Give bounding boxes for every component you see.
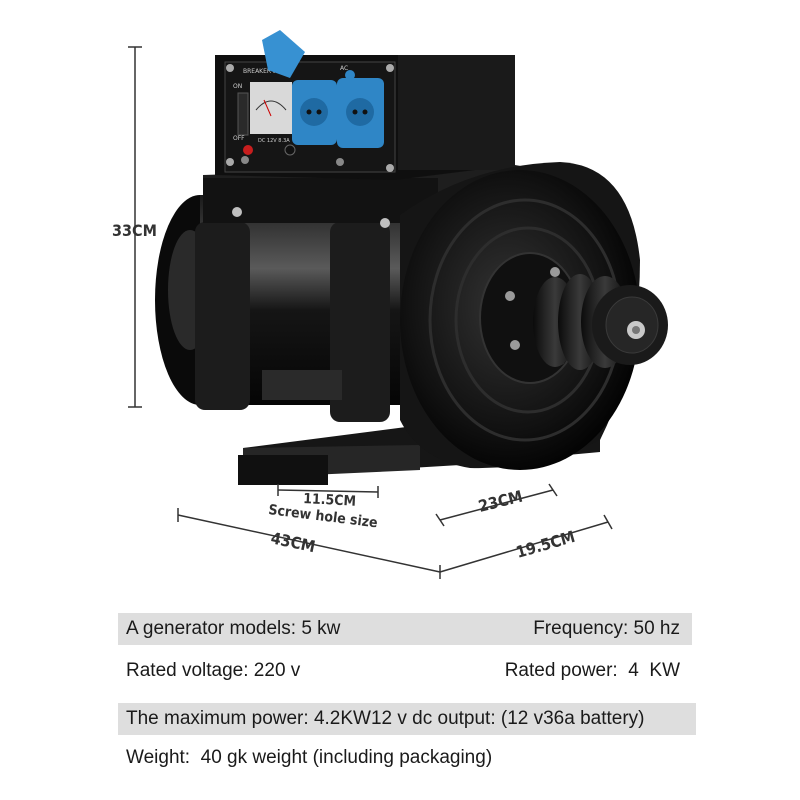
height-label: 33CM — [112, 221, 157, 240]
spec-row-weight: Weight: 40 gk weight (including packagin… — [118, 742, 692, 774]
spec-weight: Weight: 40 gk weight (including packagin… — [126, 747, 493, 768]
generator-body — [155, 195, 440, 422]
spec-row-model: A generator models: 5 kw Frequency: 50 h… — [118, 613, 692, 645]
end-plate — [400, 162, 640, 470]
width-dimension — [439, 514, 613, 573]
spec-rated-power: Rated power: 4 KW — [504, 660, 680, 681]
voltmeter-icon — [250, 82, 292, 134]
generator-product-image: 33CM BREAKER VOLT AC ON OFF — [112, 30, 668, 579]
on-label: ON — [233, 83, 242, 90]
spec-model: A generator models: 5 kw — [126, 618, 341, 639]
ac-label: AC — [340, 65, 348, 72]
depth-label: 23CM — [476, 487, 524, 516]
screw-hole-dimension — [277, 484, 379, 498]
depth-dimension — [435, 483, 558, 527]
spec-max-power: The maximum power: 4.2KW12 v dc output: … — [126, 708, 645, 729]
control-box: BREAKER VOLT AC ON OFF DC 12V 8.3A — [215, 30, 515, 180]
breaker-label: BREAKER — [243, 68, 271, 75]
off-label: OFF — [233, 135, 245, 142]
screw-hole-label: 11.5CM — [303, 491, 357, 510]
socket-cover-icon — [262, 30, 305, 78]
spec-row-voltage: Rated voltage: 220 v Rated power: 4 KW — [118, 655, 692, 687]
spec-frequency: Frequency: 50 hz — [533, 618, 680, 639]
dc-terminal-positive-icon — [243, 145, 253, 155]
width-label: 19.5CM — [514, 527, 577, 562]
spec-row-max-power: The maximum power: 4.2KW12 v dc output: … — [118, 703, 696, 735]
pulley — [533, 274, 668, 370]
height-dimension — [128, 46, 142, 408]
spec-rated-voltage: Rated voltage: 220 v — [126, 660, 301, 681]
length-label: 43CM — [269, 528, 317, 556]
dc-output-label: DC 12V 8.3A — [258, 138, 290, 144]
